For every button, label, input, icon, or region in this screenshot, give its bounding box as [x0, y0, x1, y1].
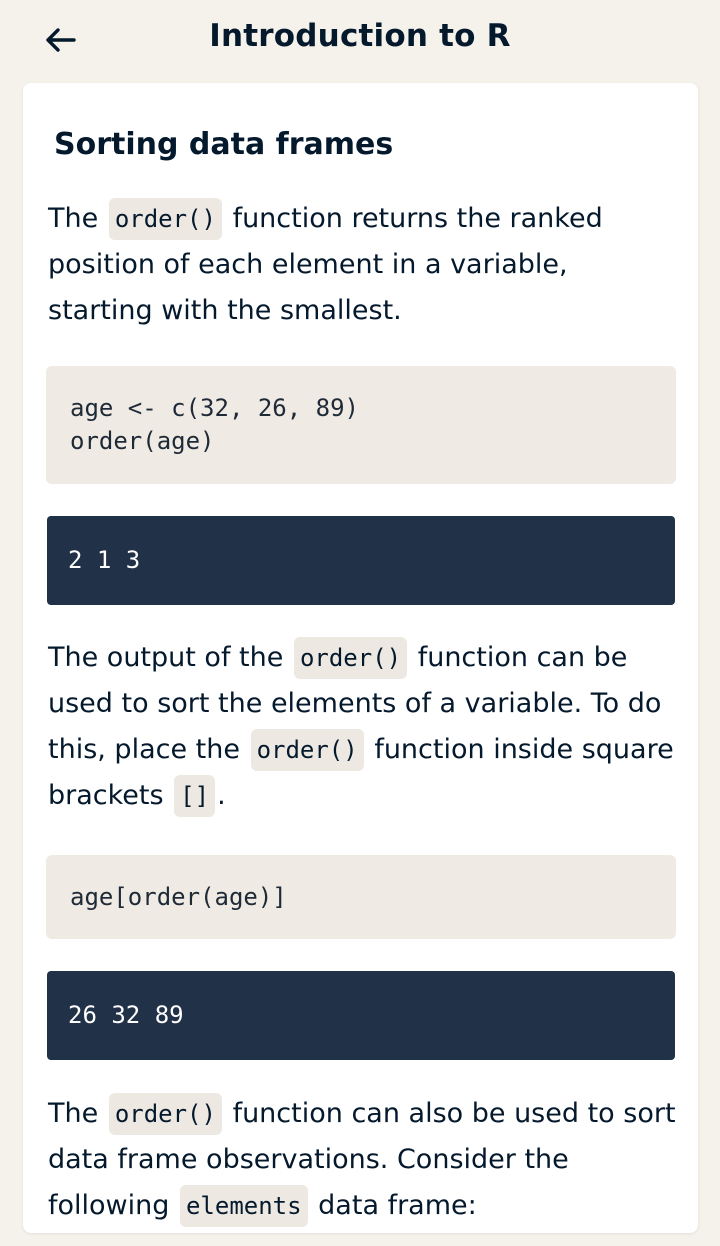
top-bar: Introduction to R [0, 0, 720, 82]
inline-code: order() [108, 1093, 222, 1135]
code-line: age[order(age)] [70, 883, 287, 911]
code-line: age <- c(32, 26, 89) [70, 394, 359, 422]
output-block: 2 1 3 [47, 516, 675, 605]
inline-code: order() [293, 637, 408, 679]
back-button[interactable] [36, 18, 84, 62]
paragraph-order-dataframe: The order() function can also be used to… [48, 1091, 678, 1229]
text-segment: function inside square brackets [48, 734, 674, 811]
lesson-card: Sorting data frames The order() function… [23, 83, 698, 1233]
text-segment: data frame: [318, 1190, 477, 1221]
lesson-title: Sorting data frames [54, 127, 394, 162]
text-segment: function can also be used to sort data f… [48, 1098, 676, 1221]
text-segment: function returns the ranked position of … [48, 203, 603, 326]
code-line: order(age) [70, 427, 215, 455]
inline-code: order() [108, 198, 222, 240]
output-block: 26 32 89 [47, 971, 675, 1060]
inline-code: [] [174, 775, 216, 817]
paragraph-order-intro: The order() function returns the ranked … [48, 196, 678, 334]
text-segment: The [48, 203, 99, 234]
text-segment: function can be used to sort the element… [48, 642, 662, 765]
code-block: age[order(age)] [46, 855, 676, 939]
text-segment: The [48, 1098, 99, 1129]
paragraph-order-sort: The output of the order() function can b… [48, 635, 678, 819]
text-segment: . [217, 780, 226, 811]
inline-code: elements [179, 1185, 308, 1227]
text-segment: The output of the [48, 642, 284, 673]
arrow-left-icon [46, 28, 76, 52]
inline-code: order() [250, 729, 364, 771]
code-block: age <- c(32, 26, 89) order(age) [46, 366, 676, 484]
page-title: Introduction to R [209, 18, 511, 54]
